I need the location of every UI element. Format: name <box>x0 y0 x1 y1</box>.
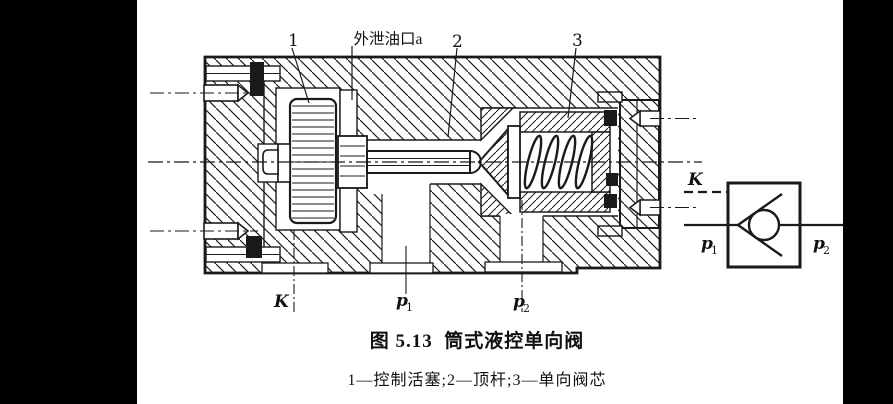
check-valve-symbol <box>684 181 843 269</box>
port-p2-counterbore <box>484 261 563 273</box>
seal-bottom-left <box>246 236 262 258</box>
callout-1-label: 1 <box>288 31 299 51</box>
figure-caption: 图 5.13 筒式液控单向阀 <box>369 331 585 352</box>
symbol-p2-label: p <box>813 234 825 254</box>
callout-leaders <box>291 46 577 138</box>
symbol-p1-label: p <box>701 234 713 254</box>
right-end-cap <box>597 91 700 237</box>
valve-spring <box>523 134 594 190</box>
port-p1-label: p <box>396 291 408 311</box>
port-p1-counterbore <box>369 262 434 274</box>
figure-legend: 1—控制活塞;2—顶杆;3—单向阀芯 <box>347 372 607 389</box>
piston-nose <box>262 149 279 175</box>
drain-port-label: 外泄油口a <box>354 30 423 48</box>
port-k-label: K <box>273 292 290 312</box>
port-p1-subscript: 1 <box>406 301 413 314</box>
seal-top-left <box>250 62 264 96</box>
symbol-p2-subscript: 2 <box>823 244 830 257</box>
right-margin-bar <box>843 0 893 404</box>
valve-seat-upper <box>480 107 515 142</box>
left-margin-bar <box>0 0 137 404</box>
port-k-counterbore <box>261 262 329 274</box>
seal-mid-right <box>606 173 618 186</box>
port-p2-subscript: 2 <box>523 302 530 315</box>
valve-body-drawing <box>148 46 702 312</box>
seal-top-right <box>604 110 617 126</box>
control-piston <box>262 97 338 225</box>
valve-seat-lower <box>480 182 515 217</box>
seal-bottom-right <box>604 194 617 208</box>
callout-2-label: 2 <box>452 32 463 52</box>
callout-3-label: 3 <box>572 31 583 51</box>
push-rod <box>337 135 482 189</box>
symbol-p1-subscript: 1 <box>711 244 718 257</box>
symbol-k-label: K <box>687 170 704 190</box>
port-p2-label: p <box>513 292 525 312</box>
